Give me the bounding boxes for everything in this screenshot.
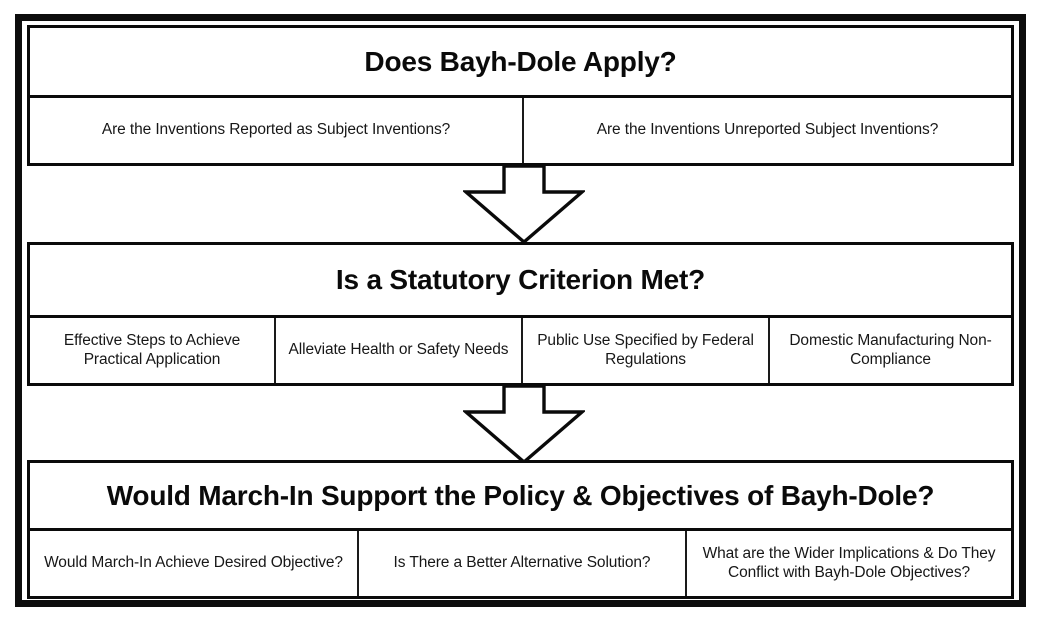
cell-domestic-manufacturing[interactable]: Domestic Manufacturing Non-Compliance (789, 331, 992, 368)
down-block-arrow-shape (463, 166, 585, 244)
stage-2-title: Is a Statutory Criterion Met? (30, 245, 1011, 318)
stage-3-title: Would March-In Support the Policy & Obje… (30, 463, 1011, 531)
cell-wider-implications[interactable]: What are the Wider Implications & Do The… (702, 544, 996, 581)
stage-2-cells: Effective Steps to Achieve Practical App… (30, 318, 1011, 383)
cell-inventions-unreported[interactable]: Are the Inventions Unreported Subject In… (596, 121, 939, 139)
cell-public-use-federal-regulations[interactable]: Public Use Specified by Federal Regulati… (523, 318, 770, 383)
cell-inventions-reported[interactable]: Are the Inventions Reported as Subject I… (30, 98, 524, 163)
cell-effective-steps[interactable]: Effective Steps to Achieve Practical App… (30, 318, 276, 383)
stage-would-march-in-support-policy: Would March-In Support the Policy & Obje… (27, 460, 1014, 599)
cell-march-in-achieve-objective[interactable]: Would March-In Achieve Desired Objective… (30, 531, 359, 596)
down-block-arrow-shape (463, 386, 585, 464)
stage-is-a-statutory-criterion-met: Is a Statutory Criterion Met? Effective … (27, 242, 1014, 386)
cell-better-alternative-solution[interactable]: Is There a Better Alternative Solution? (359, 531, 687, 596)
cell-alleviate-health-safety[interactable]: Alleviate Health or Safety Needs (276, 318, 523, 383)
stage-does-bayh-dole-apply: Does Bayh-Dole Apply? Are the Inventions… (27, 25, 1014, 166)
down-block-arrow-icon (463, 166, 585, 244)
down-block-arrow-icon (463, 386, 585, 464)
stage-1-cells: Are the Inventions Reported as Subject I… (30, 98, 1011, 163)
stage-1-title: Does Bayh-Dole Apply? (30, 28, 1011, 98)
stage-3-cells: Would March-In Achieve Desired Objective… (30, 531, 1011, 596)
